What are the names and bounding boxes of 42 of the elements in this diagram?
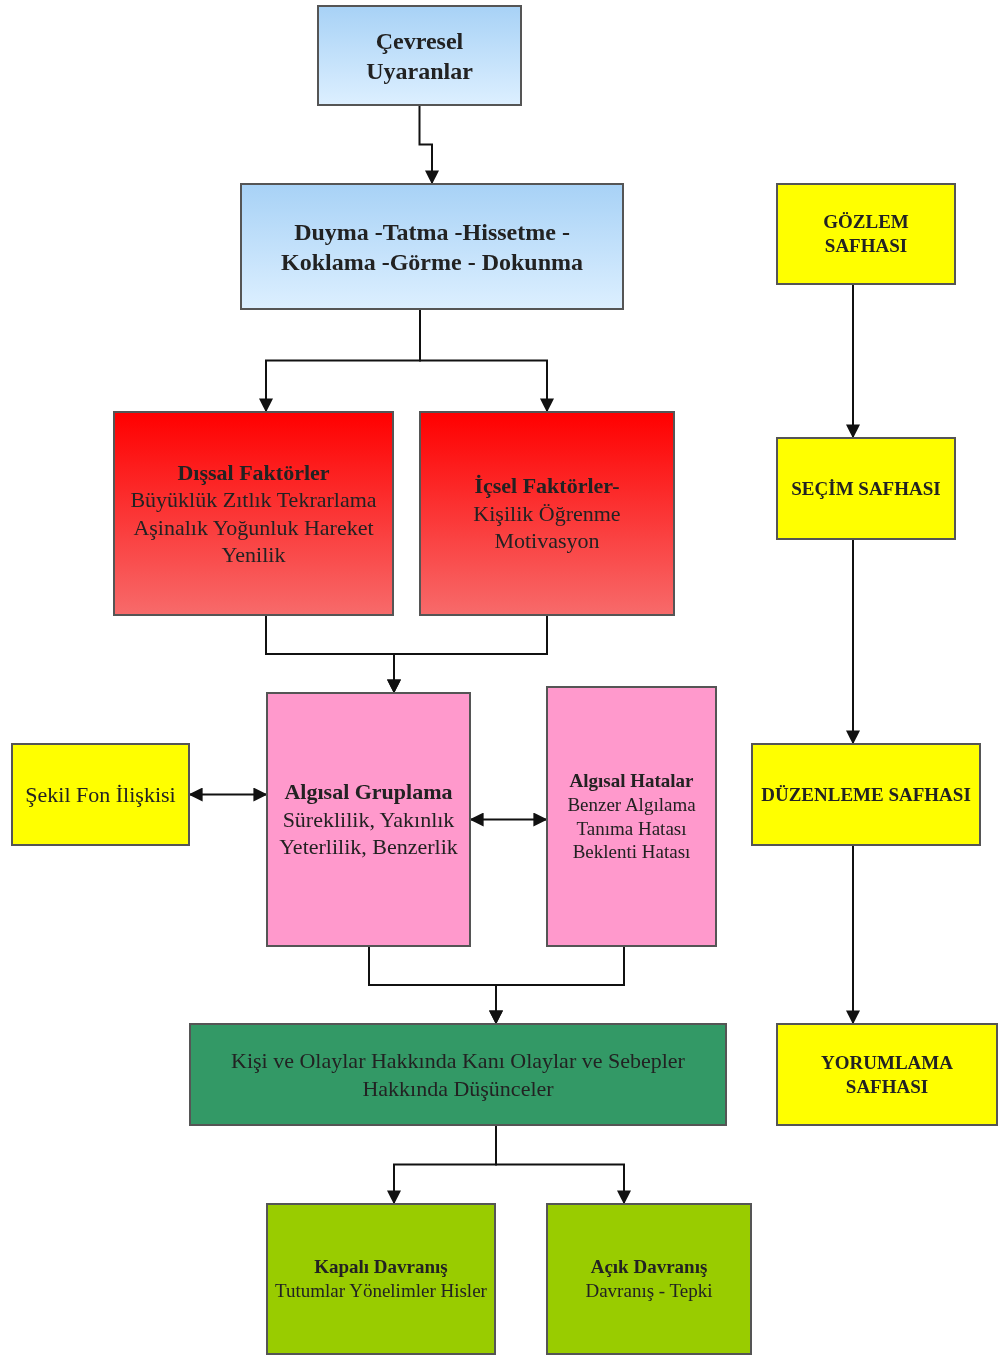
box-text: Çevresel Uyaranlar: [365, 26, 474, 86]
box-body: Süreklilik, Yakınlık Yeterlilik, Benzerlik: [278, 805, 459, 861]
phase-box: [776, 183, 956, 285]
arrow: [489, 946, 625, 1025]
process-box: [419, 411, 675, 616]
process-box: [266, 692, 471, 947]
arrow: [846, 284, 860, 439]
box-text: GÖZLEM SAFHASI: [822, 210, 910, 258]
box-heading: Açık Davranış: [589, 1255, 709, 1279]
box-body: Benzer Algılama Tanıma Hatası Beklenti Hatası: [566, 792, 697, 864]
box-body: Tutumlar Yönelimler Hisler: [274, 1279, 488, 1303]
box-text: Kişi ve Olaylar Hakkında Kanı Olaylar ve Sebepler Hakkında Düşünceler: [230, 1047, 686, 1102]
process-box: [317, 5, 522, 106]
box-text: Duyma -Tatma -Hissetme - Koklama -Görme - Dokunma: [280, 217, 584, 277]
box-heading: Kapalı Davranış: [313, 1255, 449, 1279]
box-text: DÜZENLEME SAFHASI: [760, 782, 972, 807]
process-box: [546, 686, 717, 947]
arrow: [495, 1125, 631, 1205]
box-text: Şekil Fon İlişkisi: [24, 780, 177, 809]
process-box: [240, 183, 624, 310]
process-box: [546, 1203, 752, 1355]
box-text: SEÇİM SAFHASI: [790, 476, 942, 501]
phase-box: [751, 743, 981, 846]
box-body: Büyüklük Zıtlık Tekrarlama Aşinalık Yoğunluk Hareket Yenilik: [129, 486, 378, 569]
arrow: [418, 105, 439, 185]
arrow: [846, 539, 860, 745]
process-box: [266, 1203, 496, 1355]
box-heading: Algısal Gruplama: [283, 778, 454, 806]
arrow: [846, 845, 860, 1025]
phase-box: [776, 1023, 998, 1126]
box-heading: Algısal Hatalar: [568, 769, 695, 793]
process-box: [189, 1023, 727, 1126]
arrow: [419, 309, 554, 413]
process-box: [11, 743, 190, 846]
arrow: [387, 615, 548, 694]
box-body: Kişilik Öğrenme Motivasyon: [472, 499, 622, 555]
box-body: Davranış - Tepki: [584, 1279, 714, 1303]
box-heading: Dışsal Faktörler: [176, 458, 331, 486]
process-box: [113, 411, 394, 616]
phase-box: [776, 437, 956, 540]
box-heading: İçsel Faktörler-: [473, 472, 621, 500]
box-text: YORUMLAMA SAFHASI: [820, 1050, 954, 1099]
